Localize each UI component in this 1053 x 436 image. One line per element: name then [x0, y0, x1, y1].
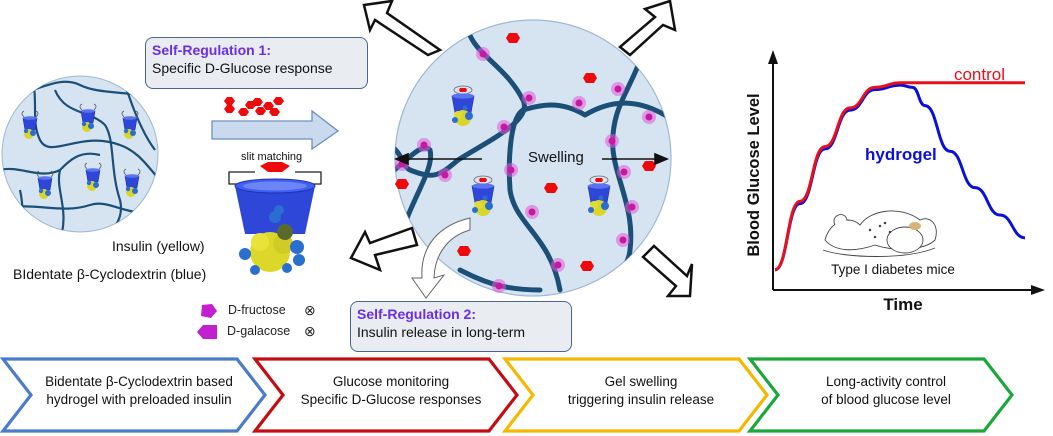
callout-subtitle: Insulin release in long-term	[357, 324, 526, 340]
insulin-release-arrow	[411, 217, 471, 299]
step-chevron-4	[746, 357, 1015, 433]
process-steps	[0, 357, 1015, 433]
swelling-arrow	[393, 152, 670, 166]
step-label-1: Bidentate β-Cyclodextrin based hydrogel w…	[27, 373, 251, 409]
excluded-icon: ⊗	[304, 323, 316, 339]
series-line-control	[774, 81, 1025, 272]
arrow-down-right-icon	[641, 244, 694, 298]
process-arrow	[211, 109, 340, 150]
self-regulation-2-callout: Self-Regulation 2: Insulin release in lo…	[350, 301, 572, 352]
slit-matching-label: slit matching	[241, 151, 303, 163]
step-chevron-2	[251, 357, 520, 433]
x-axis-arrow-icon	[1031, 285, 1045, 295]
step-line-2: hydrogel with preloaded insulin	[46, 392, 232, 407]
glucose-icon	[260, 162, 290, 172]
step-label-3: Gel swelling triggering insulin release	[529, 373, 753, 409]
series-label-hydrogel: hydrogel	[865, 145, 937, 164]
legend-name: D-fructose	[228, 303, 286, 317]
expansion-arrows	[349, 0, 694, 298]
mouse-illustration	[822, 210, 937, 257]
series-label-control: control	[954, 65, 1005, 84]
blood-glucose-chart: Type I diabetes mice Time Blood Glucose …	[745, 50, 1045, 310]
self-regulation-1-callout: Self-Regulation 1: Specific D-Glucose re…	[145, 37, 368, 89]
y-axis-label: Blood Glucose Level	[745, 93, 763, 256]
cyclodextrin-label: BIdentate β-Cyclodextrin (blue)	[13, 266, 207, 282]
hydrogel-network-before	[1, 75, 159, 233]
sugar-legend: D-fructose ⊗ D-galacose ⊗	[197, 302, 338, 347]
step-line-1: Bidentate β-Cyclodextrin based	[45, 374, 233, 389]
excluded-icon: ⊗	[304, 302, 316, 318]
step-label-4: Long-activity control of blood glucose le…	[774, 373, 998, 409]
arrow-up-right-icon	[618, 0, 677, 57]
legend-name: D-galacose	[227, 324, 291, 338]
arrow-down-left-icon	[349, 226, 419, 273]
step-chevron-3	[501, 357, 770, 433]
step-line-1: Gel swelling	[604, 374, 678, 389]
callout-subtitle: Specific D-Glucose response	[152, 60, 333, 76]
arrow-up-left-icon	[362, 0, 443, 57]
step-line-2: Specific D-Glucose responses	[300, 392, 482, 407]
callout-title: Self-Regulation 1:	[152, 42, 272, 58]
hydrogel-network-swollen	[349, 0, 694, 299]
annotation-label: Type I diabetes mice	[831, 262, 955, 277]
step-chevron-1	[0, 357, 268, 433]
glucose-molecules	[224, 97, 284, 116]
step-line-1: Glucose monitoring	[332, 374, 450, 389]
step-line-2: triggering insulin release	[567, 392, 715, 407]
axes	[768, 50, 1045, 295]
y-axis-arrow-icon	[768, 50, 778, 64]
cyclodextrin-insulin-complex	[228, 162, 322, 275]
swelling-label: Swelling	[528, 149, 584, 166]
hexagon-icon	[197, 325, 217, 339]
glucose-to-gel-arrow	[211, 97, 340, 150]
insulin-label: Insulin (yellow)	[112, 238, 205, 254]
step-line-1: Long-activity control	[825, 374, 947, 389]
step-line-2: of blood glucose level	[821, 392, 951, 407]
pentagon-icon	[201, 304, 217, 318]
x-axis-label: Time	[883, 295, 922, 310]
insulin-protein	[239, 205, 305, 275]
callout-title: Self-Regulation 2:	[357, 306, 477, 322]
